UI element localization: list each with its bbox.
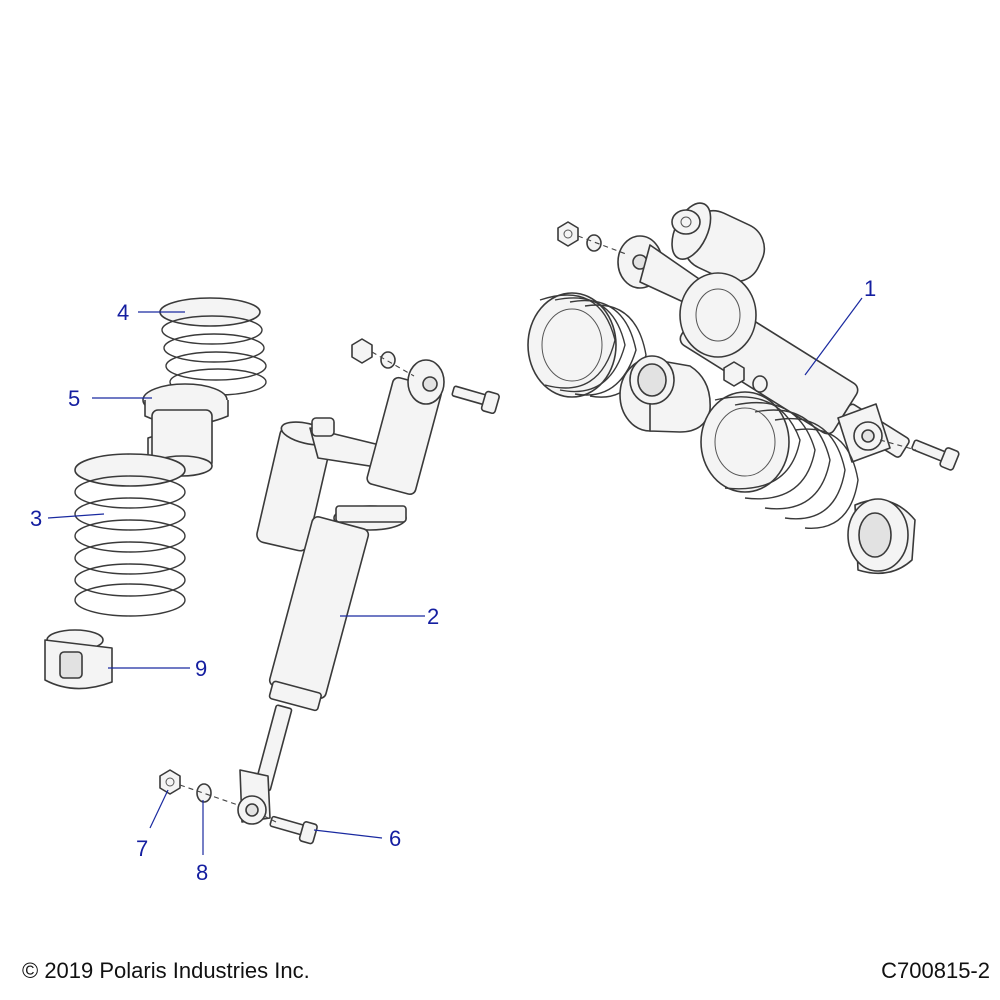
copyright-notice: © 2019 Polaris Industries Inc. [22,958,310,983]
callout-3: 3 [30,506,42,531]
callout-5: 5 [68,386,80,411]
spring-upper-right [527,292,647,398]
callout-8: 8 [196,860,208,885]
callout-7: 7 [136,836,148,861]
diagram-code: C700815-2 [881,958,990,983]
callout-4: 4 [117,300,129,325]
spring-seat-right [619,355,711,433]
spring-lower-right [700,391,859,529]
callout-labels: 1 2 3 4 5 6 7 8 9 [30,276,876,885]
shock-assembly-complete [557,202,960,471]
spring-retainer-right [847,498,916,575]
shock-absorber [159,338,500,845]
spring-lower [74,453,186,617]
lock-nut [159,769,181,795]
callout-2: 2 [427,604,439,629]
bolt-lower [269,815,318,845]
callout-9: 9 [195,656,207,681]
leader-lines [47,297,863,855]
spring-retainer [44,629,113,690]
callout-1: 1 [864,276,876,301]
callout-6: 6 [389,826,401,851]
washer [196,783,212,803]
